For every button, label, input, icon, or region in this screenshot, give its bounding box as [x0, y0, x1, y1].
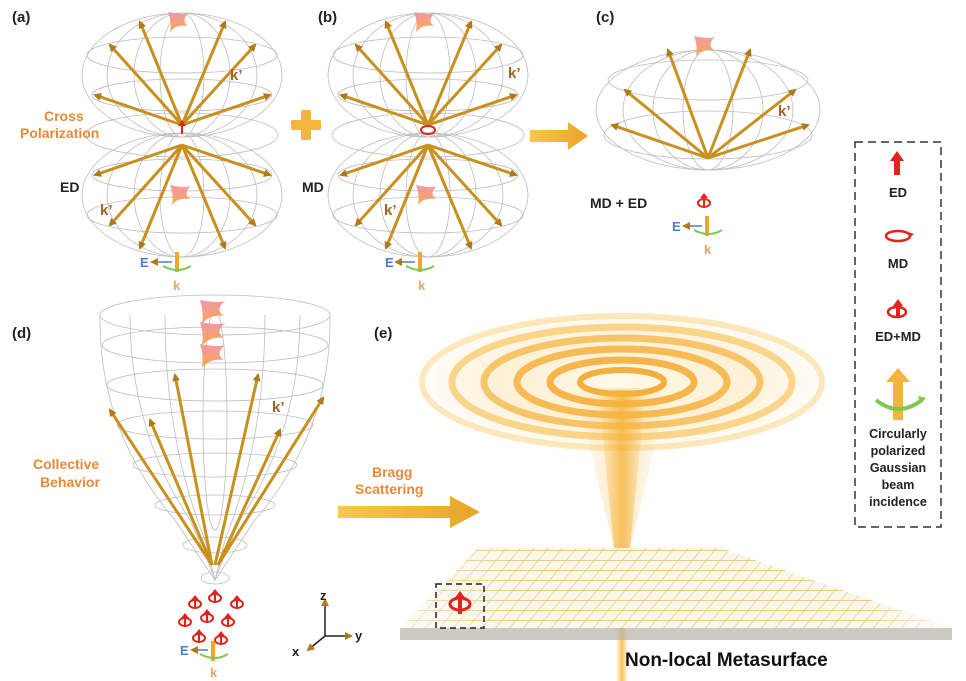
edmd-icon	[697, 193, 711, 208]
panel-b-label: (b)	[318, 9, 337, 26]
circular-beam-icon: E k	[140, 252, 192, 293]
cross-polarization-label-1: Cross	[44, 108, 84, 124]
panel-c-label: (c)	[596, 9, 614, 26]
panel-d-label: (d)	[12, 325, 31, 342]
panel-d: (d) k’ Collecti	[12, 294, 331, 680]
legend-beam-line-4: beam	[882, 478, 915, 492]
y-axis-label: y	[355, 628, 363, 643]
e-label: E	[140, 255, 149, 270]
kprime-label: k’	[100, 202, 113, 219]
panel-b: (b)	[302, 9, 529, 293]
ed-arrow-icon	[890, 151, 904, 175]
legend-beam-line-5: incidence	[869, 495, 927, 509]
md-ring-icon	[420, 125, 436, 135]
circular-beam-icon	[874, 368, 926, 420]
edmd-icon	[221, 613, 235, 627]
legend-beam-line-1: Circularly	[869, 427, 927, 441]
bragg-arrow	[338, 496, 480, 528]
scattering-arrows	[108, 373, 325, 566]
legend-edmd-label: ED+MD	[875, 329, 921, 344]
legend: ED MD ED+MD Circularly polarized Gaussia…	[854, 141, 942, 528]
e-label: E	[385, 255, 394, 270]
panel-a: (a)	[12, 9, 283, 293]
edmd-icon	[230, 595, 244, 609]
edmd-icon	[448, 591, 472, 614]
scattering-arrows	[610, 48, 810, 160]
md-label: MD	[302, 179, 324, 195]
kprime-label: k’	[778, 103, 791, 120]
panel-a-label: (a)	[12, 9, 30, 26]
edmd-icon	[208, 589, 222, 603]
panel-c: (c) k’ MD + ED E k	[590, 9, 821, 257]
unit-cell-highlight	[435, 583, 485, 629]
wireframe-dipole-pattern	[595, 49, 821, 171]
collective-behavior-label-2: Behavior	[40, 474, 100, 490]
kprime-label: k’	[272, 399, 285, 416]
k-label: k	[704, 242, 712, 257]
x-axis-label: x	[292, 644, 300, 659]
panel-e-label: (e)	[374, 325, 392, 342]
k-label: k	[210, 665, 218, 680]
coordinate-axes	[306, 598, 353, 652]
kprime-label: k’	[508, 65, 521, 82]
circular-beam-icon: E k	[385, 252, 435, 293]
edmd-array	[178, 589, 244, 645]
e-label: E	[672, 219, 681, 234]
bragg-label-1: Bragg	[372, 464, 412, 480]
cross-polarization-label-2: Polarization	[20, 125, 99, 141]
legend-beam-line-2: polarized	[871, 444, 926, 458]
panel-e: (e) Non-local Metasurface	[374, 310, 952, 681]
kprime-label: k’	[384, 202, 397, 219]
k-label: k	[173, 278, 181, 293]
circular-beam-icon: E k	[672, 216, 723, 257]
metasurface-title: Non-local Metasurface	[625, 650, 828, 671]
k-label: k	[418, 278, 426, 293]
collective-behavior-label-1: Collective	[33, 456, 99, 472]
kprime-label: k’	[230, 67, 243, 84]
wireframe-cone-pattern	[99, 294, 331, 585]
legend-ed-label: ED	[889, 185, 907, 200]
arrow-to-c	[530, 122, 588, 150]
edmd-icon	[178, 613, 192, 627]
edmd-icon	[886, 299, 908, 319]
wavefront-icon	[416, 185, 438, 205]
edmd-icon	[200, 609, 214, 623]
circular-beam-icon: E k	[180, 641, 229, 680]
wavefront-icon	[168, 12, 190, 32]
metasurface	[400, 548, 952, 640]
md-ring-icon	[884, 229, 914, 243]
scattering-arrows	[339, 20, 518, 250]
edmd-icon	[214, 631, 228, 645]
legend-md-label: MD	[888, 256, 908, 271]
e-label: E	[180, 643, 189, 658]
wavefront-icon	[414, 12, 436, 32]
wavefront-icon	[170, 185, 192, 205]
bragg-label-2: Scattering	[355, 481, 423, 497]
z-axis-label: z	[320, 588, 327, 603]
ed-label: ED	[60, 179, 79, 195]
wavefront-icon	[694, 36, 716, 56]
plus-icon	[291, 110, 321, 140]
legend-beam-line-3: Gaussian	[870, 461, 926, 475]
edmd-icon	[188, 595, 202, 609]
wavefront-icon	[200, 300, 226, 368]
edmd-icon	[192, 629, 206, 643]
md-ed-label: MD + ED	[590, 195, 647, 211]
scattering-arrows	[93, 20, 272, 250]
ed-arrow-icon	[178, 120, 186, 134]
